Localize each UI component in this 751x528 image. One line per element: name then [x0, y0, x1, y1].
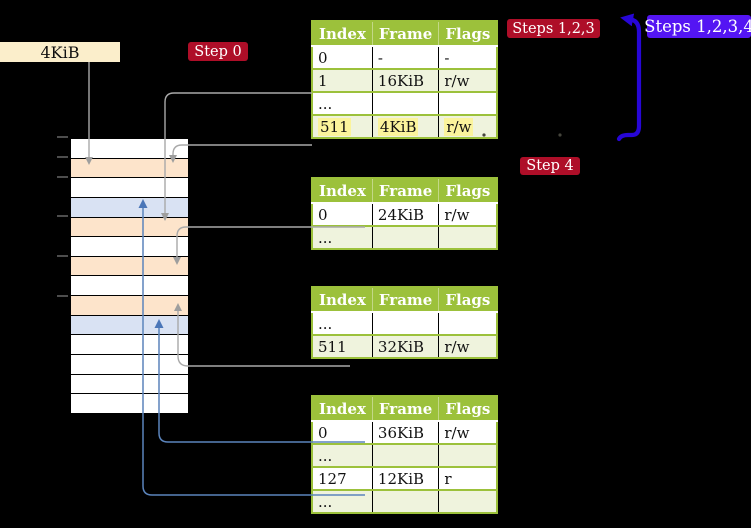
- table-cell: [372, 226, 440, 249]
- table-cell: r: [438, 467, 498, 491]
- table-cell: ...: [312, 444, 373, 468]
- table-row: ...: [312, 490, 498, 513]
- table-cell: [372, 312, 440, 336]
- column-header: Frame: [372, 396, 440, 422]
- table-cell: 1: [312, 69, 373, 93]
- table-cell: ...: [312, 490, 373, 513]
- badge-steps-1-2-3-4: Steps 1,2,3,4: [644, 15, 751, 38]
- memory-frame-cell-white: [71, 178, 188, 198]
- memory-frame-cell-peach: [71, 158, 188, 179]
- frame-size-label: 4KiB: [0, 42, 120, 62]
- table-row: ...: [312, 92, 498, 116]
- memory-frame-cell-blue: [71, 197, 188, 218]
- table-cell: [438, 490, 498, 513]
- table-cell: 16KiB: [372, 69, 440, 93]
- memory-frame-cell-peach: [71, 217, 188, 238]
- column-header: Frame: [372, 178, 440, 204]
- table-row: ...: [312, 226, 498, 249]
- table-cell: ...: [312, 226, 373, 249]
- table-cell: [438, 444, 498, 468]
- table-row: ...: [312, 312, 498, 336]
- memory-frame-cell-white: [71, 276, 188, 297]
- memory-frame-cell-white: [71, 374, 188, 395]
- table-cell: 12KiB: [372, 467, 440, 491]
- table-cell: 0: [312, 203, 373, 227]
- table-cell: -: [372, 46, 440, 70]
- column-header: Flags: [438, 178, 498, 204]
- column-header: Flags: [438, 396, 498, 422]
- table-cell: 511: [312, 335, 373, 358]
- table-cell: [438, 226, 498, 249]
- table-cell: [372, 490, 440, 513]
- table-cell: 24KiB: [372, 203, 440, 227]
- table-cell: 0: [312, 46, 373, 70]
- column-header: Index: [312, 287, 373, 313]
- table-row: ...: [312, 444, 498, 468]
- badge-step-4: Step 4: [520, 157, 580, 175]
- table-cell: 0: [312, 421, 373, 445]
- column-header: Index: [312, 178, 373, 204]
- column-header: Frame: [372, 21, 440, 47]
- table-cell: r/w: [438, 115, 498, 138]
- column-header: Flags: [438, 287, 498, 313]
- badge-step-0: Step 0: [188, 42, 248, 61]
- table-cell: ...: [312, 92, 373, 116]
- table-cell: 32KiB: [372, 335, 440, 358]
- arrow-pt1-entry511-to-4kib-frame: [169, 144, 312, 163]
- table-cell: r/w: [438, 203, 498, 227]
- table-cell: 127: [312, 467, 373, 491]
- table-cell: 511: [312, 115, 373, 138]
- table-row: 0--: [312, 46, 498, 70]
- memory-tick-marks: [57, 136, 68, 297]
- table-cell: 4KiB: [372, 115, 440, 138]
- memory-frame-cell-white: [71, 237, 188, 257]
- table-cell: [372, 92, 440, 116]
- column-header: Frame: [372, 287, 440, 313]
- table-cell: ...: [312, 312, 373, 336]
- physical-memory-column: [69, 137, 190, 415]
- memory-frame-cell-blue: [71, 315, 188, 336]
- arrow-steps-loop: [616, 13, 642, 142]
- table-cell: 36KiB: [372, 421, 440, 445]
- table-cell: [438, 312, 498, 336]
- memory-frame-cell-white: [71, 394, 188, 413]
- badge-steps-1-2-3: Steps 1,2,3: [507, 19, 600, 38]
- memory-frame-cell-peach: [71, 256, 188, 277]
- table-cell: [438, 92, 498, 116]
- table-cell: r/w: [438, 421, 498, 445]
- table-cell: r/w: [438, 69, 498, 93]
- memory-frame-cell-white: [71, 139, 188, 159]
- table-cell: r/w: [438, 335, 498, 358]
- table-cell: [372, 444, 440, 468]
- column-header: Index: [312, 396, 373, 422]
- column-header: Flags: [438, 21, 498, 47]
- memory-frame-cell-peach: [71, 296, 188, 316]
- memory-frame-cell-white: [71, 355, 188, 375]
- memory-frame-cell-white: [71, 335, 188, 356]
- table-cell: -: [438, 46, 498, 70]
- column-header: Index: [312, 21, 373, 47]
